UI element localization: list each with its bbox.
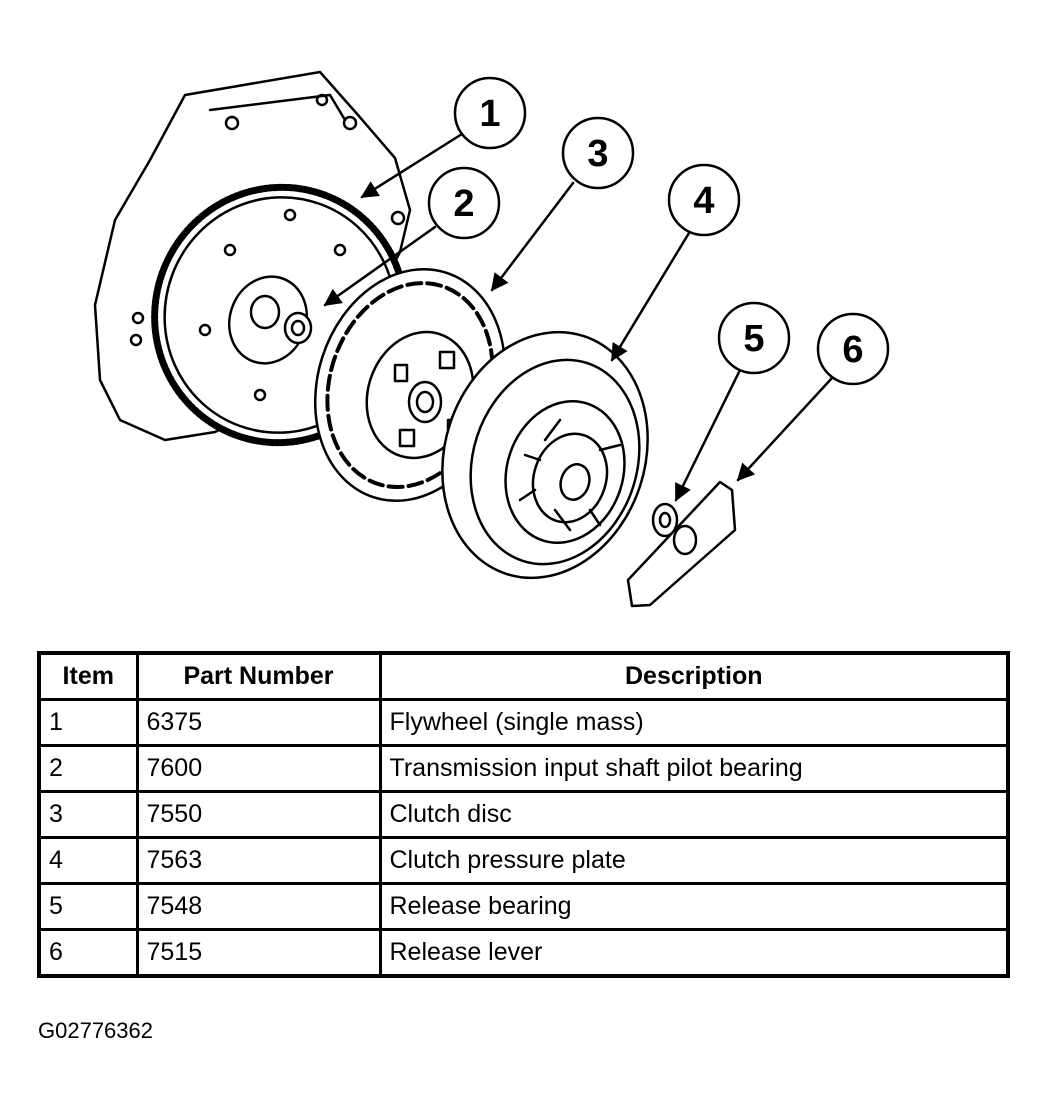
- callout-3: 3: [561, 116, 635, 190]
- svg-text:3: 3: [587, 133, 608, 175]
- table-row: 1 6375 Flywheel (single mass): [37, 698, 1010, 747]
- callout-2: 2: [427, 166, 501, 240]
- table-row: 3 7550 Clutch disc: [37, 790, 1010, 839]
- callout-4: 4: [667, 163, 741, 237]
- cell-description: Clutch pressure plate: [378, 836, 1010, 885]
- cell-item: 1: [37, 698, 139, 747]
- callout-5: 5: [717, 301, 791, 375]
- header-item: Item: [37, 651, 139, 701]
- table-row: 4 7563 Clutch pressure plate: [37, 836, 1010, 885]
- header-description: Description: [378, 651, 1010, 701]
- cell-part-number: 6375: [135, 698, 382, 747]
- cell-part-number: 7563: [135, 836, 382, 885]
- table-row: 2 7600 Transmission input shaft pilot be…: [37, 744, 1010, 793]
- svg-text:5: 5: [743, 318, 764, 360]
- svg-text:1: 1: [479, 93, 500, 135]
- clutch-assembly-diagram: 1 2 3 4 5 6: [93, 70, 890, 608]
- cell-item: 3: [37, 790, 139, 839]
- cell-description: Release lever: [378, 928, 1010, 978]
- table-row: 5 7548 Release bearing: [37, 882, 1010, 931]
- table-header-row: Item Part Number Description: [37, 651, 1010, 701]
- callout-6: 6: [816, 312, 890, 386]
- cell-part-number: 7548: [135, 882, 382, 931]
- cell-description: Release bearing: [378, 882, 1010, 931]
- svg-text:6: 6: [842, 329, 863, 371]
- cell-item: 4: [37, 836, 139, 885]
- figure-id: G02776362: [38, 1018, 153, 1043]
- parts-table: Item Part Number Description 1 6375 Flyw…: [37, 651, 1010, 978]
- leader-arrows: [323, 132, 834, 502]
- cell-part-number: 7600: [135, 744, 382, 793]
- cell-item: 6: [37, 928, 139, 978]
- pressure-plate: [441, 330, 649, 580]
- table-row: 6 7515 Release lever: [37, 928, 1010, 978]
- callout-1: 1: [453, 76, 527, 150]
- cell-item: 2: [37, 744, 139, 793]
- cell-description: Clutch disc: [378, 790, 1010, 839]
- cell-part-number: 7550: [135, 790, 382, 839]
- cell-item: 5: [37, 882, 139, 931]
- pilot-bearing: [283, 311, 313, 345]
- cell-description: Transmission input shaft pilot bearing: [378, 744, 1010, 793]
- release-bearing: [651, 502, 679, 538]
- svg-text:2: 2: [453, 183, 474, 225]
- release-lever: [626, 480, 737, 608]
- cell-part-number: 7515: [135, 928, 382, 978]
- svg-text:4: 4: [693, 180, 714, 222]
- header-part-number: Part Number: [135, 651, 382, 701]
- cell-description: Flywheel (single mass): [378, 698, 1010, 747]
